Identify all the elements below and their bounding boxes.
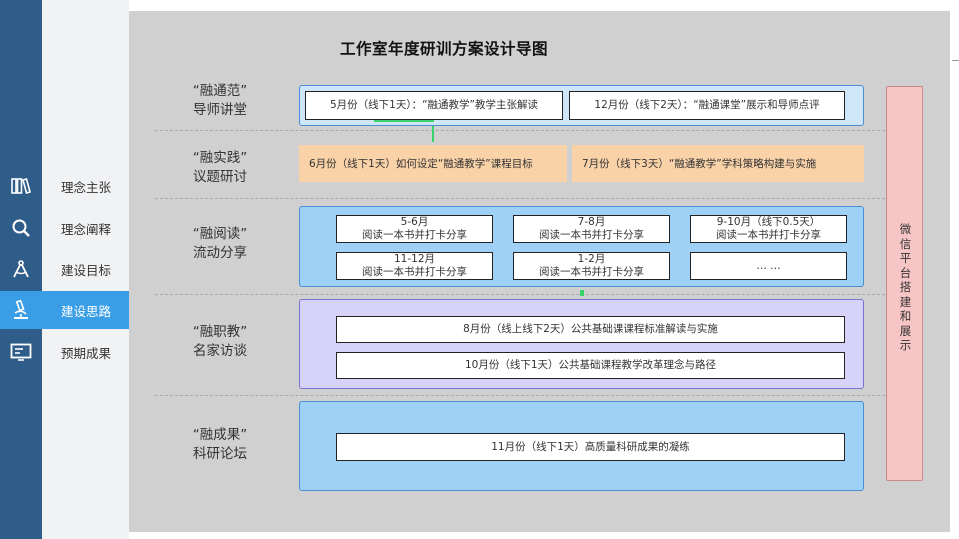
flow-arrow <box>432 126 434 142</box>
books-icon <box>0 167 42 205</box>
reading-task: 阅读一本书并打卡分享 <box>716 229 821 241</box>
magnifier-icon <box>0 209 42 247</box>
reading-period: 1-2月 <box>577 253 606 265</box>
reading-box-2: 7-8月 阅读一本书并打卡分享 <box>513 215 670 243</box>
row-label-line: 导师讲堂 <box>193 102 247 118</box>
flow-arrow <box>580 290 584 296</box>
row-label-4: “融职教” 名家访谈 <box>160 323 280 361</box>
row-separator <box>155 130 885 131</box>
nav-item-label: 预期成果 <box>61 345 112 361</box>
reading-task: 阅读一本书并打卡分享 <box>362 266 467 278</box>
reading-period: 9-10月（线下0.5天） <box>716 216 821 228</box>
wechat-platform-box: 微信平台搭建和展示 <box>886 86 923 481</box>
reading-period: 5-6月 <box>400 216 429 228</box>
row-label-line: “融阅读” <box>192 226 248 242</box>
row-label-2: “融实践” 议题研讨 <box>160 149 280 187</box>
nav-item-label: 理念阐释 <box>61 221 112 237</box>
row-label-line: “融通范” <box>192 83 248 99</box>
row-separator <box>155 198 885 199</box>
nav-item-interpretation[interactable]: 理念阐释 <box>0 209 129 247</box>
reading-box-3: 9-10月（线下0.5天） 阅读一本书并打卡分享 <box>690 215 847 243</box>
row-label-line: “融成果” <box>192 427 248 443</box>
row-label-line: 流动分享 <box>193 245 247 261</box>
left-rail <box>0 0 42 539</box>
nav-panel <box>42 0 129 539</box>
presentation-icon <box>0 333 42 371</box>
nav-item-approach[interactable]: 建设思路 <box>0 291 129 329</box>
reading-task: 阅读一本书并打卡分享 <box>362 229 467 241</box>
reading-box-4: 11-12月 阅读一本书并打卡分享 <box>336 252 493 280</box>
flow-arrow <box>374 120 434 122</box>
row4-box-october: 10月份（线下1天）公共基础课程教学改革理念与路径 <box>336 352 845 379</box>
nav-item-philosophy[interactable]: 理念主张 <box>0 167 129 205</box>
reading-task: 阅读一本书并打卡分享 <box>539 266 644 278</box>
row5-box-november: 11月份（线下1天）高质量科研成果的凝练 <box>336 433 845 461</box>
row-label-1: “融通范” 导师讲堂 <box>160 82 280 120</box>
row4-box-august: 8月份（线上线下2天）公共基础课课程标准解读与实施 <box>336 316 845 343</box>
reading-period: 11-12月 <box>393 253 435 265</box>
nav-item-label: 理念主张 <box>61 179 112 195</box>
reading-box-1: 5-6月 阅读一本书并打卡分享 <box>336 215 493 243</box>
reading-period: 7-8月 <box>577 216 606 228</box>
nav-item-goals[interactable]: 建设目标 <box>0 250 129 288</box>
divider-tick <box>952 60 959 61</box>
row-label-line: “融实践” <box>192 150 248 166</box>
row-label-5: “融成果” 科研论坛 <box>160 426 280 464</box>
row-label-line: 名家访谈 <box>193 343 247 359</box>
row2-box-july: 7月份（线下3天）“融通教学”学科策略构建与实施 <box>572 145 864 182</box>
nav-item-label: 建设目标 <box>61 262 112 278</box>
reading-box-more: … … <box>690 252 847 280</box>
row-label-line: “融职教” <box>192 324 248 340</box>
reading-box-5: 1-2月 阅读一本书并打卡分享 <box>513 252 670 280</box>
microscope-icon <box>0 291 42 329</box>
row-label-line: 议题研讨 <box>193 169 247 185</box>
reading-task: 阅读一本书并打卡分享 <box>539 229 644 241</box>
wechat-platform-label: 微信平台搭建和展示 <box>899 222 912 352</box>
diagram-title: 工作室年度研训方案设计导图 <box>340 40 549 58</box>
row-separator <box>155 395 885 396</box>
compass-icon <box>0 250 42 288</box>
row-separator <box>155 294 885 295</box>
nav-item-outcomes[interactable]: 预期成果 <box>0 333 129 371</box>
row2-box-june: 6月份（线下1天）如何设定“融通教学”课程目标 <box>299 145 567 182</box>
row-label-line: 科研论坛 <box>193 446 247 462</box>
row-label-3: “融阅读” 流动分享 <box>160 225 280 263</box>
row1-box-december: 12月份（线下2天）：“融通课堂”展示和导师点评 <box>569 91 845 120</box>
row1-box-may: 5月份（线下1天）：“融通教学”教学主张解读 <box>305 91 563 120</box>
nav-item-label: 建设思路 <box>61 303 112 319</box>
